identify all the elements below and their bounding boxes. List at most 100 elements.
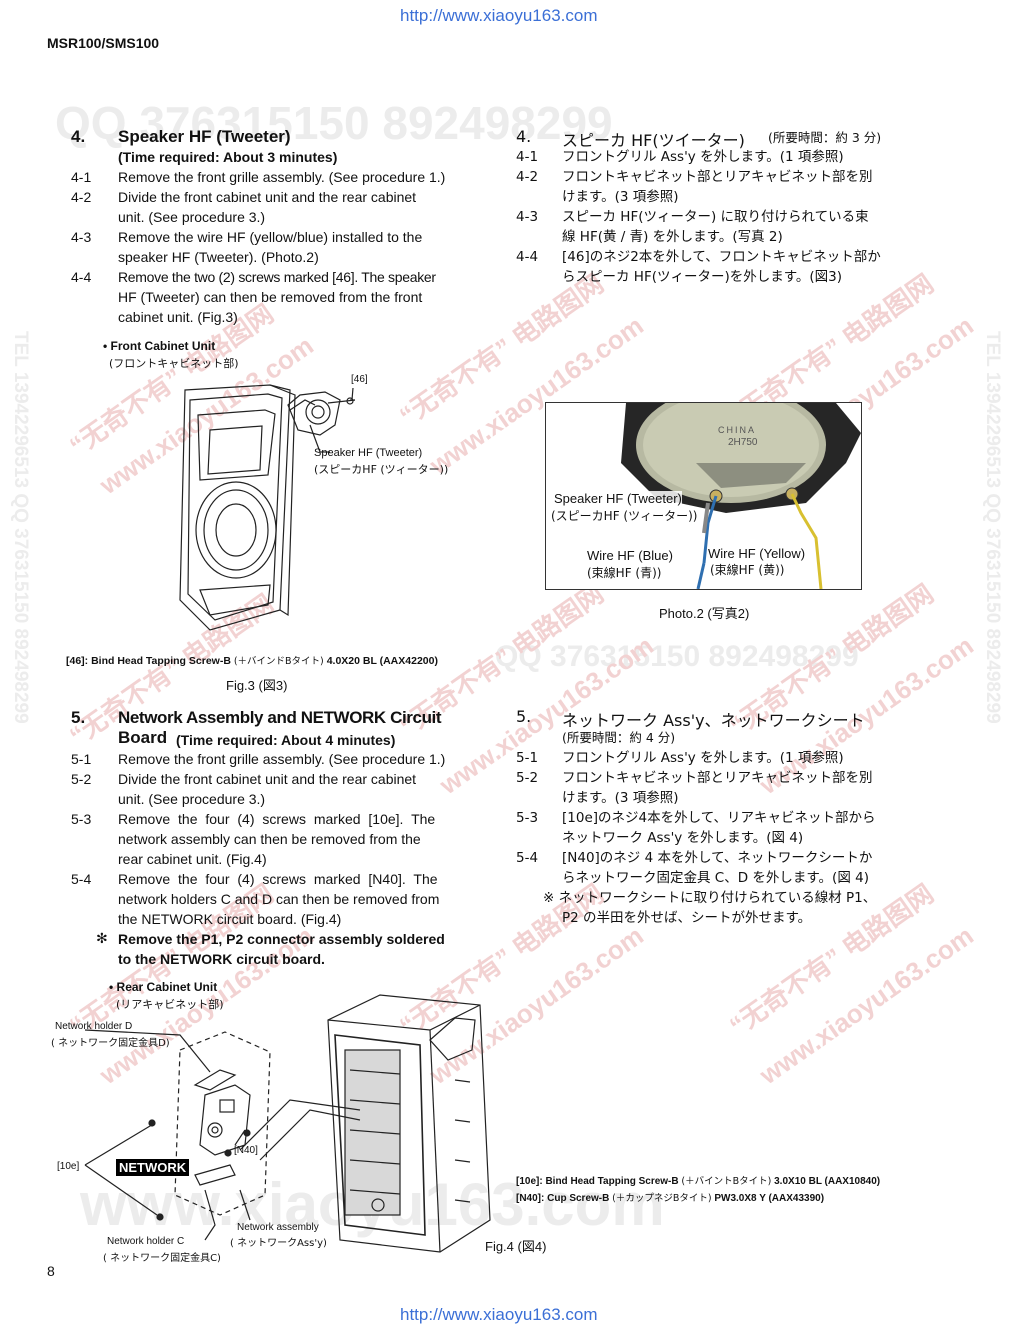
sec5-jp-step-4-line-2: らネットワーク固定金具 C、D を外します。(図 4) — [562, 870, 869, 886]
photo2-wire-blue: Wire HF (Blue) — [587, 548, 673, 563]
sec4-jp-step-3-line-1: スピーカ HF(ツィーター) に取り付けられている束 — [562, 209, 869, 225]
sec5-number: 5. — [71, 708, 86, 727]
fig3-screw-note-tail: 4.0X20 BL (AAX42200) — [326, 655, 438, 667]
sec5-jp-step-3-line-2: ネットワーク Ass'y を外します。(図 4) — [562, 830, 804, 846]
sec5-jp-step-num-4: 5-4 — [516, 850, 539, 866]
fig3-unit-label-jp: (フロントキャビネット部) — [109, 357, 239, 370]
fig4-holder-c-jp: ( ネットワーク固定金具C) — [103, 1253, 221, 1264]
sec5-jp-time: (所要時間：約 4 分) — [562, 730, 676, 745]
sec5-step-num-1: 5-1 — [71, 751, 92, 767]
sec4-step-num-1: 4-1 — [71, 169, 92, 185]
fig3-speaker-label: Speaker HF (Tweeter) — [314, 447, 423, 459]
sec4-jp-step-num-4: 4-4 — [516, 249, 539, 265]
bottom-url-link[interactable]: http://www.xiaoyu163.com — [400, 1305, 598, 1324]
fig4-tag-10e: [10e] — [57, 1161, 80, 1172]
sec4-step-num-2: 4-2 — [71, 189, 92, 205]
fig4-network-badge: NETWORK — [116, 1159, 190, 1176]
sec5-step-2-line-1: Divide the front cabinet unit and the re… — [118, 771, 417, 787]
photo2-wire-blue-jp: (束線HF (青)) — [587, 566, 662, 580]
watermark-tel-right: TEL 13942296513 QQ 376315150 892498299 — [982, 331, 1003, 724]
sec5-jp-step-2-line-2: けます。(3 項参照) — [562, 790, 679, 806]
sec4-jp-step-num-1: 4-1 — [516, 149, 539, 165]
sec4-step-num-4: 4-4 — [71, 269, 92, 285]
fig4-holder-c: Network holder C — [107, 1236, 185, 1247]
sec4-time: (Time required: About 3 minutes) — [118, 149, 338, 165]
sec5-jp-step-1-line-1: フロントグリル Ass'y を外します。(1 項参照) — [562, 750, 844, 766]
photo2-caption: Photo.2 (写真2) — [659, 606, 750, 621]
sec5-step-3-line-1: Remove the four (4) screws marked [10e].… — [118, 811, 436, 827]
sec4-step-2-line-1: Divide the front cabinet unit and the re… — [118, 189, 417, 205]
sec5-step-4-line-1: Remove the four (4) screws marked [N40].… — [118, 871, 438, 887]
sec5-time: (Time required: About 4 minutes) — [176, 732, 396, 748]
sec5-step-num-2: 5-2 — [71, 771, 92, 787]
sec4-title: Speaker HF (Tweeter) — [118, 127, 291, 146]
fig4-network-assembly-jp: ( ネットワークAss'y) — [230, 1238, 327, 1249]
sec5-step-num-3: 5-3 — [71, 811, 92, 827]
sec5-title-line-1: Network Assembly and NETWORK Circuit — [118, 708, 442, 727]
sec5-jp-step-num-2: 5-2 — [516, 770, 539, 786]
sec5-jp-title: ネットワーク Ass'y、ネットワークシート — [562, 711, 865, 730]
photo2-stamp-china: CHINA — [718, 425, 757, 435]
sec5-note-line-2: to the NETWORK circuit board. — [118, 951, 325, 967]
sec5-note-line-1: Remove the P1, P2 connector assembly sol… — [118, 931, 445, 947]
sec4-jp-step-4-line-1: [46]のネジ2本を外して、フロントキャビネット部か — [562, 249, 881, 265]
fig4-rear-cabinet-drawing — [84, 994, 491, 1253]
fig3-unit-label: • Front Cabinet Unit — [103, 339, 216, 353]
watermark-tel-left: TEL 13942296513 QQ 376315150 892498299 — [10, 331, 31, 724]
fig4-unit-label-jp: (リアキャビネット部) — [116, 998, 224, 1011]
photo2-speaker-label: Speaker HF (Tweeter) — [554, 491, 682, 506]
fig4-note2-bold: [N40]: Cup Screw-B — [516, 1193, 610, 1204]
watermark-qq-mid: QQ 376315150 892498299 — [495, 640, 859, 673]
fig4-tag-n40: [N40] — [234, 1145, 258, 1156]
photo2-wire-yellow-jp: (束線HF (黄)) — [710, 563, 785, 577]
sec5-step-num-4: 5-4 — [71, 871, 92, 887]
sec5-step-4-line-3: the NETWORK circuit board. (Fig.4) — [118, 911, 342, 927]
sec5-note-mark: ✻ — [96, 931, 108, 947]
sec4-jp-step-3-line-2: 線 HF(黄 / 青) を外します。(写真 2) — [562, 229, 783, 245]
sec4-jp-step-2-line-1: フロントキャビネット部とリアキャビネット部を別 — [562, 169, 873, 185]
sec5-step-3-line-2: network assembly can then be removed fro… — [118, 831, 421, 847]
model-title: MSR100/SMS100 — [47, 35, 160, 51]
sec4-jp-step-1-line-1: フロントグリル Ass'y を外します。(1 項参照) — [562, 149, 844, 165]
sec4-jp-title: スピーカ HF(ツイーター) — [562, 131, 745, 150]
fig4-note2-tail: PW3.0X8 Y (AAX43390) — [714, 1193, 825, 1204]
sec5-step-4-line-2: network holders C and D can then be remo… — [118, 891, 440, 907]
fig4-note1-jp: (＋バイントBタイト) — [681, 1176, 772, 1187]
sec5-step-1-line-1: Remove the front grille assembly. (See p… — [118, 751, 446, 767]
sec4-jp-number: 4. — [516, 127, 532, 146]
fig4-screw-note-n40: [N40]: Cup Screw-B (＋カップネジBタイト) PW3.0X8 … — [516, 1190, 824, 1204]
sec4-number: 4. — [71, 127, 86, 146]
fig4-caption: Fig.4 (図4) — [485, 1239, 547, 1254]
photo2-tweeter-image — [621, 403, 861, 589]
sec4-jp-step-2-line-2: けます。(3 項参照) — [562, 189, 679, 205]
sec5-jp-note-line-1: ※ ネットワークシートに取り付けられている線材 P1、 — [543, 890, 877, 906]
sec5-title-line-2: Board — [118, 728, 168, 747]
watermark-qq-top: QQ 376315150 892498299 — [55, 97, 613, 149]
sec4-step-num-3: 4-3 — [71, 229, 92, 245]
fig3-screw-note-bold: [46]: Bind Head Tapping Screw-B — [66, 655, 231, 667]
fig4-holder-d-jp: ( ネットワーク固定金具D) — [51, 1038, 170, 1049]
fig3-screw-note: [46]: Bind Head Tapping Screw-B (＋バインドBタ… — [66, 653, 438, 667]
page-number: 8 — [47, 1263, 55, 1279]
fig4-unit-label: • Rear Cabinet Unit — [109, 980, 218, 994]
fig4-note2-jp: (＋カップネジBタイト) — [612, 1193, 712, 1204]
sec5-jp-step-num-3: 5-3 — [516, 810, 539, 826]
sec4-step-1-line-1: Remove the front grille assembly. (See p… — [118, 169, 446, 185]
sec4-step-3-line-1: Remove the wire HF (yellow/blue) install… — [118, 229, 423, 245]
sec4-step-2-line-2: unit. (See procedure 3.) — [118, 209, 266, 225]
sec5-jp-step-2-line-1: フロントキャビネット部とリアキャビネット部を別 — [562, 770, 873, 786]
sec4-step-4-line-1: Remove the two (2) screws marked [46]. T… — [118, 269, 436, 285]
top-url-link[interactable]: http://www.xiaoyu163.com — [400, 6, 598, 25]
fig4-note1-tail: 3.0X10 BL (AAX10840) — [774, 1176, 881, 1187]
sec5-step-2-line-2: unit. (See procedure 3.) — [118, 791, 266, 807]
photo2-frame — [545, 402, 862, 590]
photo2-wire-yellow: Wire HF (Yellow) — [708, 546, 806, 561]
sec5-jp-step-4-line-1: [N40]のネジ 4 本を外して、ネットワークシートか — [562, 850, 873, 866]
fig3-front-cabinet-drawing — [179, 384, 356, 631]
sec4-step-4-line-3: cabinet unit. (Fig.3) — [118, 309, 238, 325]
sec5-jp-step-3-line-1: [10e]のネジ4本を外して、リアキャビネット部から — [562, 810, 876, 826]
sec5-step-3-line-3: rear cabinet unit. (Fig.4) — [118, 851, 267, 867]
photo2-speaker-label-jp: (スピーカHF (ツィーター)) — [551, 507, 698, 524]
fig4-network-assembly: Network assembly — [237, 1222, 319, 1233]
photo2-stamp-code: 2H750 — [728, 437, 758, 448]
